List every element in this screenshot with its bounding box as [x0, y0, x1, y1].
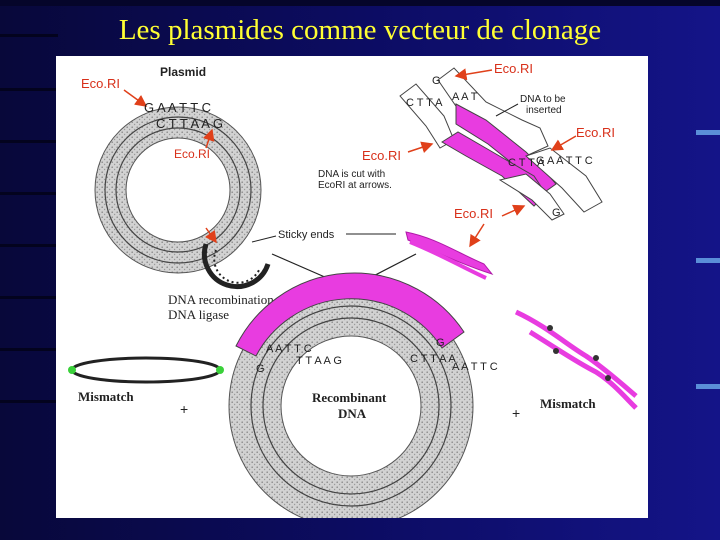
- bg-stripe: [0, 140, 58, 143]
- ecori-label-top-right: Eco.RI: [494, 61, 533, 76]
- mismatch-end: [68, 366, 76, 374]
- recombinant-base: A A T T C: [452, 361, 498, 373]
- ecori-label-lower: Eco.RI: [454, 206, 493, 221]
- insert-base: G: [432, 75, 441, 87]
- ecori-arrow: [205, 227, 217, 244]
- cut-note-1: DNA is cut with: [318, 169, 385, 180]
- pointer-line: [251, 235, 277, 243]
- bg-accent: [696, 384, 720, 389]
- plus-left: +: [180, 401, 188, 417]
- dna-to-insert-label-1: DNA to be: [520, 94, 566, 105]
- mismatch-plasmid: [70, 356, 222, 384]
- mismatch-fragment: [528, 329, 638, 410]
- mismatch-fragment: [514, 309, 638, 398]
- ecori-arrow: [501, 204, 526, 217]
- insert-sticky-fragment: [409, 240, 487, 280]
- insert-base: C T T A: [406, 97, 443, 109]
- recombinant-base: T T A A G: [296, 355, 342, 367]
- ecori-arrow: [202, 128, 215, 149]
- ecori-arrow: [123, 89, 148, 107]
- mismatch-left-label: Mismatch: [78, 389, 134, 404]
- mismatch-joint: [553, 348, 559, 354]
- bg-stripe: [0, 34, 58, 37]
- recombinant-ring: [228, 272, 474, 518]
- plasmid-title: Plasmid: [160, 65, 206, 79]
- cloning-diagram: Plasmid Eco.RI G A A T T C C T T A A G E…: [68, 61, 638, 518]
- ecori-arrow: [469, 223, 485, 248]
- ecori-arrow: [407, 141, 434, 154]
- ecori-arrow: [454, 68, 493, 81]
- diagram-panel: Plasmid Eco.RI G A A T T C C T T A A G E…: [56, 56, 648, 518]
- insert-base: A A T: [452, 91, 478, 103]
- recombinant-label-1: Recombinant: [312, 390, 387, 405]
- plasmid-bottom-strand: C T T A A G: [156, 116, 223, 131]
- recombinant-base: G: [436, 337, 445, 349]
- ecori-label-top-left: Eco.RI: [81, 76, 120, 91]
- sticky-ends-label: Sticky ends: [278, 229, 335, 241]
- dna-to-insert-label-2: inserted: [526, 105, 562, 116]
- recombinant-base: G: [256, 363, 265, 375]
- insert-base: G A A T T C: [536, 155, 593, 167]
- bg-accent: [696, 130, 720, 135]
- bg-stripe: [0, 296, 58, 299]
- bg-accent: [696, 258, 720, 263]
- pointer-line: [495, 103, 519, 117]
- ecori-arrow: [550, 135, 577, 151]
- plus-right: +: [512, 405, 520, 421]
- mismatch-joint: [605, 375, 611, 381]
- mismatch-right-label: Mismatch: [540, 396, 596, 411]
- recombinant-base: A A T T C: [266, 343, 312, 355]
- plasmid-top-strand: G A A T T C: [144, 100, 211, 115]
- ecori-label-middle: Eco.RI: [362, 148, 401, 163]
- ecori-label-plasmid-bottom: Eco.RI: [174, 147, 210, 161]
- bg-stripe: [0, 192, 58, 195]
- insert-sticky-fragment: [405, 231, 494, 275]
- recombinant-base: C T T A A: [410, 353, 456, 365]
- slide-title: Les plasmides comme vecteur de clonage: [118, 14, 602, 46]
- insert-dna-fragment: [399, 67, 603, 221]
- insert-base: C T T A: [508, 157, 545, 169]
- insert-base: G: [552, 207, 561, 219]
- mismatch-joint: [593, 355, 599, 361]
- cut-note-2: EcoRI at arrows.: [318, 180, 392, 191]
- ecori-label-right: Eco.RI: [576, 125, 615, 140]
- cut-plasmid: [201, 243, 271, 290]
- recombination-label-2: DNA ligase: [168, 307, 229, 322]
- bg-stripe: [0, 88, 58, 91]
- mismatch-end: [216, 366, 224, 374]
- recombinant-label-2: DNA: [338, 406, 367, 421]
- mismatch-joint: [547, 325, 553, 331]
- bg-stripe: [0, 244, 58, 247]
- bg-stripe: [0, 400, 58, 403]
- bg-stripe: [0, 0, 720, 6]
- plasmid-ring: [94, 106, 262, 274]
- recombination-label-1: DNA recombination +: [168, 292, 284, 307]
- bg-stripe: [0, 348, 58, 351]
